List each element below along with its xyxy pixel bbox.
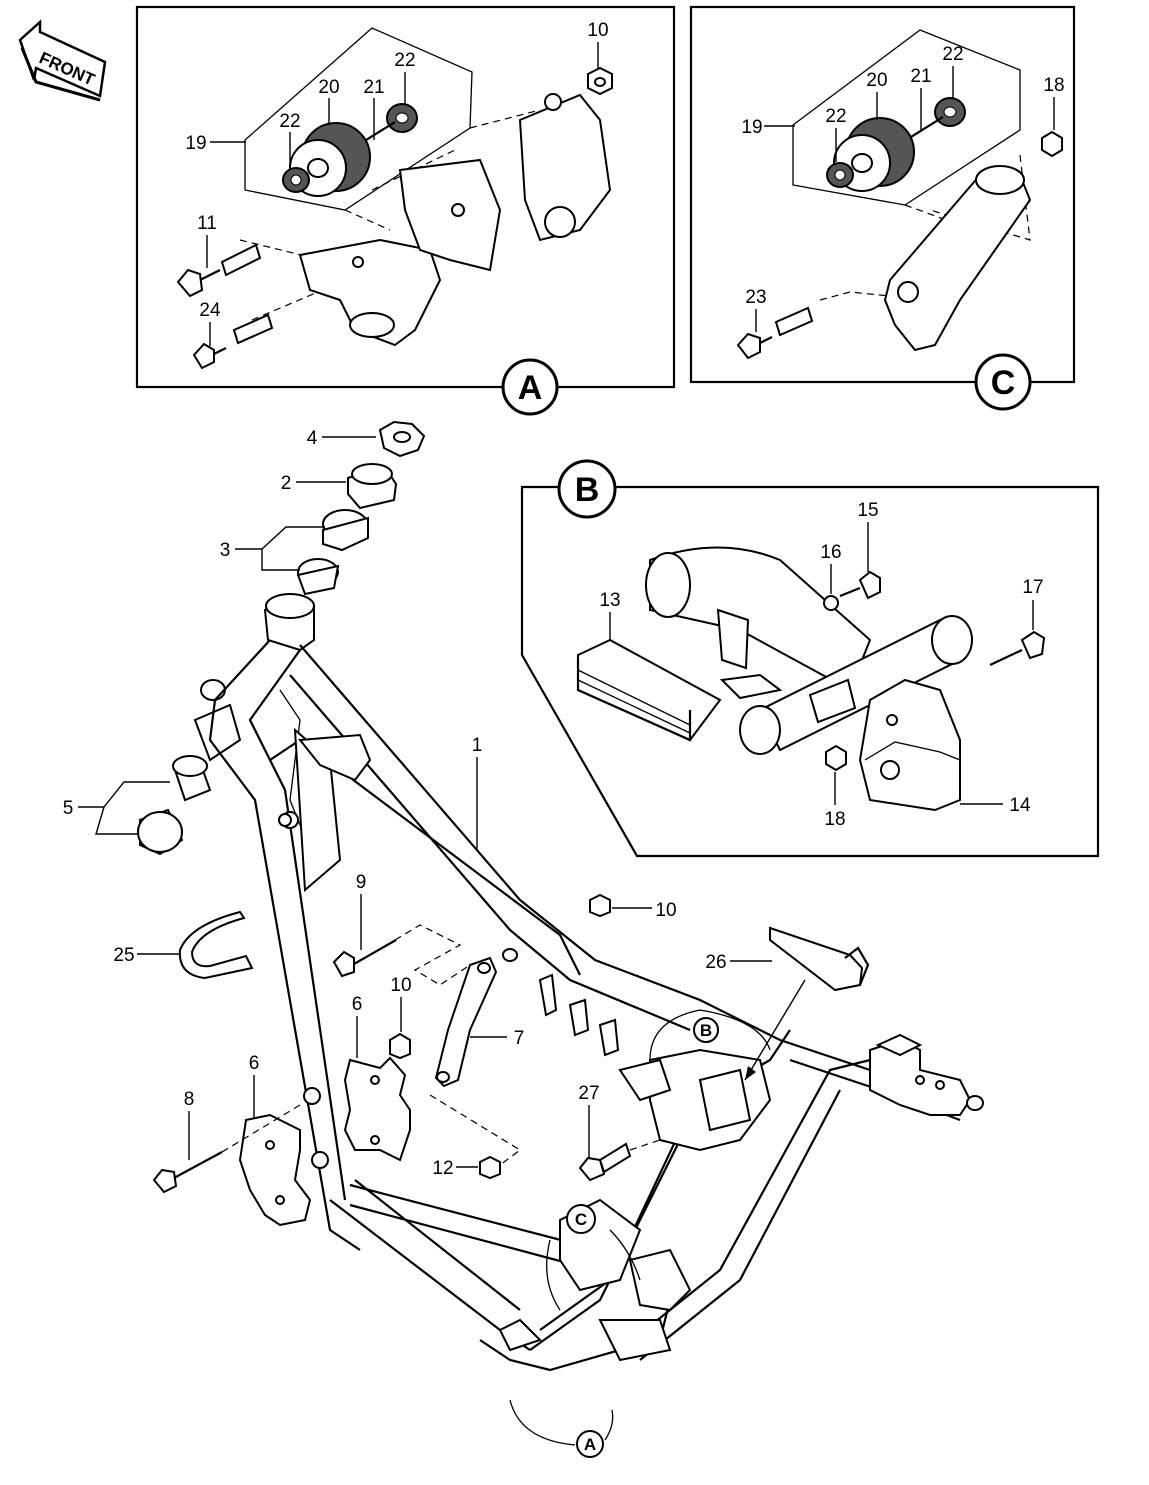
callout-21: 21 bbox=[910, 66, 931, 87]
callout-3: 3 bbox=[220, 540, 231, 561]
callout-20: 20 bbox=[318, 77, 339, 98]
callout-24: 24 bbox=[199, 300, 221, 321]
callout-4: 4 bbox=[307, 428, 318, 449]
callout-10-b: 10 bbox=[390, 975, 411, 996]
inset-b-panel: B 13 14 15 16 bbox=[520, 459, 1100, 858]
callout-25: 25 bbox=[113, 945, 134, 966]
callout-1: 1 bbox=[472, 735, 483, 756]
callout-15: 15 bbox=[857, 500, 878, 521]
callout-6-b: 6 bbox=[249, 1053, 260, 1074]
callout-10: 10 bbox=[587, 20, 608, 41]
inset-b-badge bbox=[557, 459, 617, 519]
engine-plate bbox=[238, 1113, 312, 1227]
frame-marker-b: B bbox=[649, 1009, 771, 1061]
callout-7: 7 bbox=[514, 1028, 525, 1049]
callout-16: 16 bbox=[820, 542, 841, 563]
callout-17: 17 bbox=[1022, 577, 1043, 598]
callout-22-a: 22 bbox=[942, 44, 963, 65]
inset-c-panel: C 19 20 21 22 22 18 23 bbox=[689, 5, 1076, 411]
callout-27: 27 bbox=[578, 1083, 599, 1104]
callout-18: 18 bbox=[1043, 75, 1064, 96]
inset-a-badge bbox=[501, 358, 559, 416]
callout-19: 19 bbox=[185, 133, 206, 154]
callout-8: 8 bbox=[184, 1089, 195, 1110]
callout-22-b: 22 bbox=[279, 111, 300, 132]
svg-text:A: A bbox=[584, 1435, 596, 1454]
damper bbox=[769, 926, 864, 992]
callout-22-b: 22 bbox=[825, 106, 846, 127]
svg-text:B: B bbox=[700, 1021, 712, 1040]
callout-18: 18 bbox=[824, 809, 845, 830]
callout-11: 11 bbox=[197, 213, 217, 234]
inset-c-letter: C bbox=[991, 364, 1016, 402]
frame-marker-a: A bbox=[509, 1399, 614, 1458]
engine-link bbox=[434, 956, 498, 1088]
svg-text:C: C bbox=[575, 1210, 587, 1229]
callout-6-a: 6 bbox=[352, 994, 363, 1015]
callout-13: 13 bbox=[599, 590, 620, 611]
front-arrow-icon: FRONT bbox=[18, 19, 107, 102]
inset-b-letter: B bbox=[575, 471, 600, 509]
inset-a-panel: A 19 bbox=[135, 5, 676, 416]
engine-plate bbox=[343, 1056, 411, 1162]
inset-a-letter: A bbox=[518, 369, 543, 407]
callout-5: 5 bbox=[63, 798, 74, 819]
callout-9: 9 bbox=[356, 872, 367, 893]
frame-marker-c: C bbox=[546, 1204, 641, 1311]
callout-14: 14 bbox=[1009, 795, 1031, 816]
callout-21: 21 bbox=[363, 77, 384, 98]
inset-c-badge bbox=[974, 353, 1032, 411]
callout-12: 12 bbox=[432, 1158, 453, 1179]
callout-19: 19 bbox=[741, 117, 762, 138]
cable-tie bbox=[178, 910, 254, 980]
callout-20: 20 bbox=[866, 70, 887, 91]
frame-assembly: B C A bbox=[63, 420, 984, 1458]
callout-10-a: 10 bbox=[655, 900, 676, 921]
callout-26: 26 bbox=[705, 952, 726, 973]
callout-22-a: 22 bbox=[394, 50, 415, 71]
callout-2: 2 bbox=[281, 473, 292, 494]
callout-23: 23 bbox=[745, 287, 766, 308]
